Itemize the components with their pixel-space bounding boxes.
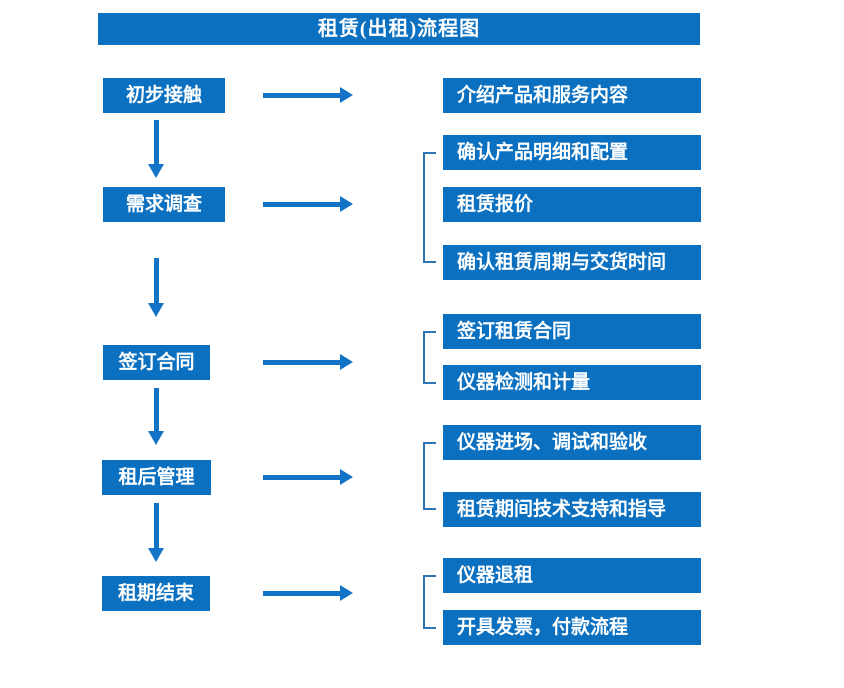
stage-box-sign-contract: 签订合同: [103, 345, 210, 380]
output-box-tech-support: 租赁期间技术支持和指导: [443, 492, 701, 527]
arrow-right-head-icon: [340, 469, 353, 485]
stage-box-initial-contact: 初步接触: [103, 78, 225, 113]
arrow-down-icon: [154, 120, 159, 164]
arrow-right-head-icon: [340, 354, 353, 370]
arrow-right-head-icon: [340, 196, 353, 212]
arrow-down-head-icon: [148, 548, 164, 562]
arrow-right-icon: [263, 202, 341, 207]
arrow-right-icon: [263, 475, 341, 480]
arrow-down-icon: [154, 503, 159, 548]
group-bracket-icon: [423, 442, 436, 510]
output-box-instrument-setup: 仪器进场、调试和验收: [443, 425, 701, 460]
arrow-right-head-icon: [340, 87, 353, 103]
output-box-introduce-products: 介绍产品和服务内容: [443, 78, 701, 113]
output-box-sign-rental-contract: 签订租赁合同: [443, 314, 701, 349]
arrow-right-icon: [263, 591, 341, 596]
arrow-down-head-icon: [148, 431, 164, 445]
output-box-instrument-testing: 仪器检测和计量: [443, 365, 701, 400]
stage-box-demand-survey: 需求调查: [103, 187, 225, 222]
arrow-down-head-icon: [148, 303, 164, 317]
flowchart-title: 租赁(出租)流程图: [98, 13, 700, 45]
arrow-down-head-icon: [148, 164, 164, 178]
stage-box-rental-end: 租期结束: [102, 576, 210, 611]
arrow-right-icon: [263, 360, 341, 365]
group-bracket-icon: [423, 152, 436, 263]
arrow-down-icon: [154, 388, 159, 431]
arrow-right-icon: [263, 93, 341, 98]
output-box-confirm-details: 确认产品明细和配置: [443, 135, 701, 170]
output-box-confirm-period: 确认租赁周期与交货时间: [443, 245, 701, 280]
output-box-invoice-payment: 开具发票，付款流程: [443, 610, 701, 645]
stage-box-post-rental-mgmt: 租后管理: [102, 460, 211, 495]
output-box-instrument-return: 仪器退租: [443, 558, 701, 593]
arrow-right-head-icon: [340, 585, 353, 601]
group-bracket-icon: [423, 331, 436, 384]
group-bracket-icon: [423, 575, 436, 629]
arrow-down-icon: [154, 258, 159, 303]
output-box-rental-quote: 租赁报价: [443, 187, 701, 222]
